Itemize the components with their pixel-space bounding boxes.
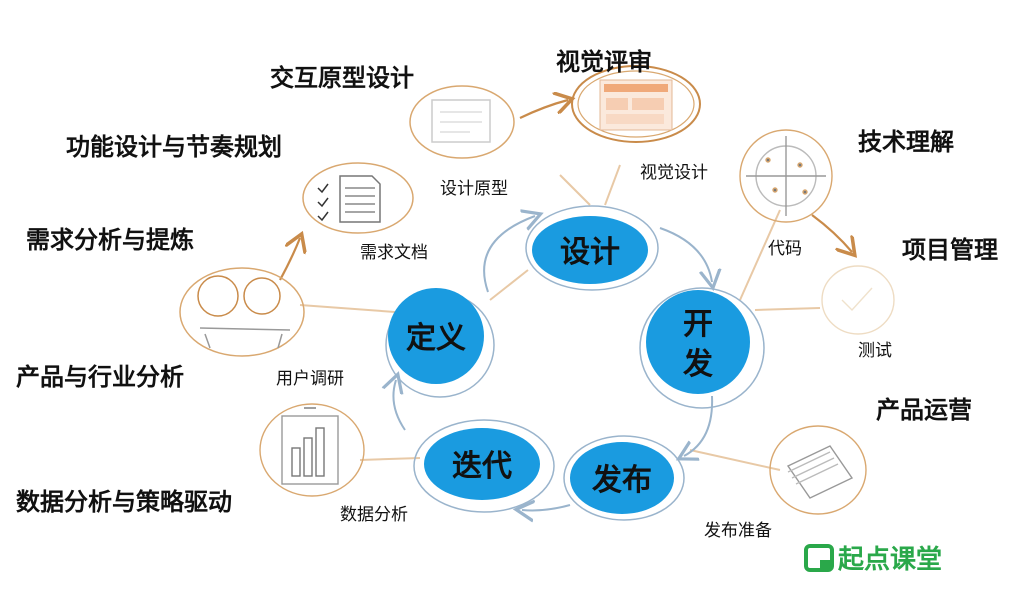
- label-testing: 测试: [858, 341, 892, 361]
- stage-iterate: 迭代: [413, 419, 555, 513]
- progression-arrows: [279, 100, 852, 281]
- label-requirement-analysis: 需求分析与提炼: [26, 226, 194, 254]
- connector-define-left: [299, 304, 396, 313]
- cycle-iterate-to-define: [393, 380, 406, 431]
- document-sketch-icon: [302, 162, 414, 234]
- label-interaction-prototype-design: 交互原型设计: [270, 64, 414, 92]
- discussion-sketch-icon: [179, 267, 305, 357]
- connector-iterate-data: [359, 457, 421, 461]
- label-requirement-doc: 需求文档: [360, 243, 428, 263]
- label-code: 代码: [768, 239, 802, 259]
- label-visual-review: 视觉评审: [556, 48, 652, 76]
- connector-design-visual: [604, 164, 621, 206]
- stage-define-label: 定义: [406, 321, 466, 356]
- label-product-industry-analysis: 产品与行业分析: [16, 363, 184, 391]
- stage-design: 设计: [525, 205, 659, 291]
- connector-design-prototype: [559, 174, 591, 206]
- connector-release-ops: [689, 449, 781, 471]
- label-design-prototype: 设计原型: [440, 179, 508, 199]
- label-data-analysis: 数据分析: [340, 505, 408, 525]
- stage-release-label: 发布: [591, 463, 652, 498]
- label-project-management: 项目管理: [902, 236, 998, 264]
- connector-develop-code: [739, 209, 781, 301]
- stage-develop-label-bottom: 发: [682, 347, 713, 382]
- cycle-arrows: [393, 216, 712, 510]
- stage-develop-label-top: 开: [683, 307, 713, 342]
- label-visual-design: 视觉设计: [640, 163, 708, 183]
- connector-lines: [299, 164, 821, 471]
- cycle-develop-to-release: [684, 395, 714, 456]
- logo-text: 起点课堂: [838, 544, 942, 575]
- stage-iterate-label: 迭代: [452, 449, 512, 484]
- visual-review-sketch-icon: [571, 65, 701, 143]
- test-sketch-icon: [821, 265, 895, 335]
- label-user-research: 用户调研: [276, 369, 344, 389]
- label-tech-understanding: 技术理解: [858, 128, 954, 156]
- stage-design-label: 设计: [560, 235, 620, 270]
- chart-sketch-icon: [259, 403, 365, 497]
- prototype-sketch-icon: [409, 85, 515, 159]
- label-product-operation: 产品运营: [876, 396, 972, 424]
- label-data-analysis-strategy: 数据分析与策略驱动: [16, 488, 232, 516]
- target-sketch-icon: [739, 129, 833, 223]
- cycle-release-to-iterate: [522, 505, 571, 510]
- connector-define-design: [489, 269, 529, 301]
- label-function-design-rhythm: 功能设计与节奏规划: [66, 133, 282, 161]
- cycle-define-to-design: [483, 216, 535, 293]
- arrow-prototype-to-review: [519, 100, 568, 119]
- label-release-prep: 发布准备: [704, 521, 772, 541]
- stage-define: 定义: [385, 288, 495, 398]
- arrow-code-to-test: [811, 214, 852, 252]
- connector-develop-test: [754, 307, 821, 311]
- papers-sketch-icon: [769, 425, 867, 515]
- cycle-design-to-develop: [659, 227, 712, 282]
- stage-develop: 开 发: [639, 287, 765, 409]
- arrow-research-to-doc: [279, 238, 300, 281]
- stage-release: 发布: [563, 435, 685, 521]
- qidian-logo: 起点课堂: [804, 544, 942, 575]
